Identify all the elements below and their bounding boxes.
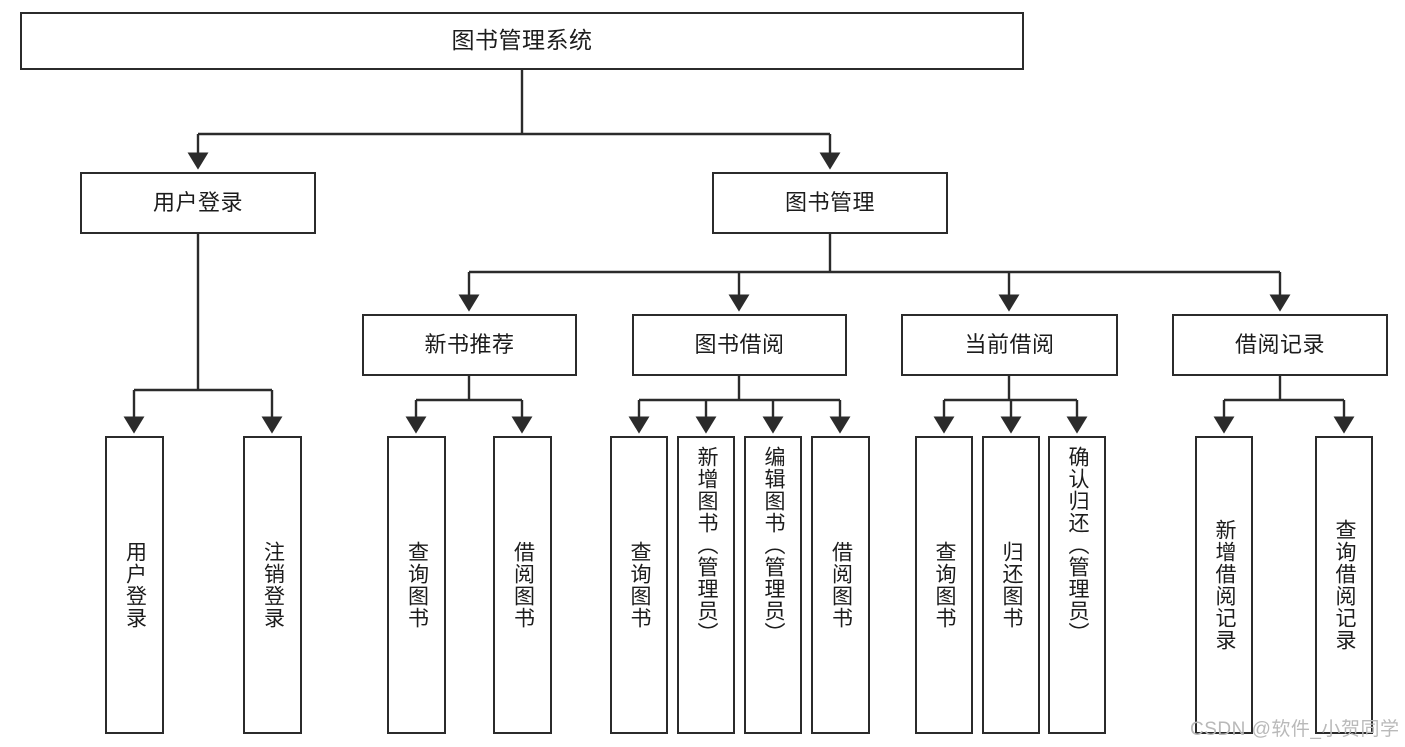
node-label: 借阅图书 (511, 541, 535, 629)
leaf-borrow-add-book-admin[interactable]: 新增图书（管理员） (677, 436, 735, 734)
node-label: 借阅记录 (1234, 332, 1325, 358)
node-label: 新书推荐 (424, 332, 515, 358)
node-label: 查询图书 (628, 541, 652, 629)
node-label: 查询借阅记录 (1333, 519, 1357, 651)
node-label: 新增图书（管理员） (695, 446, 719, 644)
leaf-user-login[interactable]: 用户登录 (105, 436, 164, 734)
node-label: 用户登录 (123, 541, 147, 629)
leaf-borrow-borrow-book[interactable]: 借阅图书 (811, 436, 870, 734)
watermark: CSDN @软件_小贺同学 (1190, 719, 1400, 740)
leaf-borrow-edit-book-admin[interactable]: 编辑图书（管理员） (744, 436, 802, 734)
leaf-record-query-borrow-record[interactable]: 查询借阅记录 (1315, 436, 1373, 734)
node-user-login[interactable]: 用户登录 (80, 172, 316, 234)
leaf-borrow-query-book[interactable]: 查询图书 (610, 436, 668, 734)
node-label: 注销登录 (261, 541, 285, 629)
node-label: 查询图书 (933, 541, 957, 629)
node-label: 图书管理系统 (451, 27, 593, 54)
leaf-logout[interactable]: 注销登录 (243, 436, 302, 734)
node-label: 用户登录 (152, 190, 243, 216)
node-root-system[interactable]: 图书管理系统 (20, 12, 1024, 70)
leaf-newbook-borrow-book[interactable]: 借阅图书 (493, 436, 552, 734)
node-label: 图书借阅 (694, 332, 785, 358)
leaf-newbook-query-book[interactable]: 查询图书 (387, 436, 446, 734)
node-borrow-record[interactable]: 借阅记录 (1172, 314, 1388, 376)
node-label: 借阅图书 (829, 541, 853, 629)
leaf-record-add-borrow-record[interactable]: 新增借阅记录 (1195, 436, 1253, 734)
node-label: 归还图书 (1000, 541, 1024, 629)
leaf-current-confirm-return-admin[interactable]: 确认归还（管理员） (1048, 436, 1106, 734)
node-label: 查询图书 (405, 541, 429, 629)
node-new-book-recommend[interactable]: 新书推荐 (362, 314, 577, 376)
node-label: 确认归还（管理员） (1066, 446, 1090, 644)
node-current-borrow[interactable]: 当前借阅 (901, 314, 1118, 376)
leaf-current-return-book[interactable]: 归还图书 (982, 436, 1040, 734)
node-label: 新增借阅记录 (1213, 519, 1237, 651)
node-book-management[interactable]: 图书管理 (712, 172, 948, 234)
node-book-borrow[interactable]: 图书借阅 (632, 314, 847, 376)
node-label: 编辑图书（管理员） (762, 446, 786, 644)
leaf-current-query-book[interactable]: 查询图书 (915, 436, 973, 734)
node-label: 图书管理 (784, 190, 875, 216)
node-label: 当前借阅 (964, 332, 1055, 358)
